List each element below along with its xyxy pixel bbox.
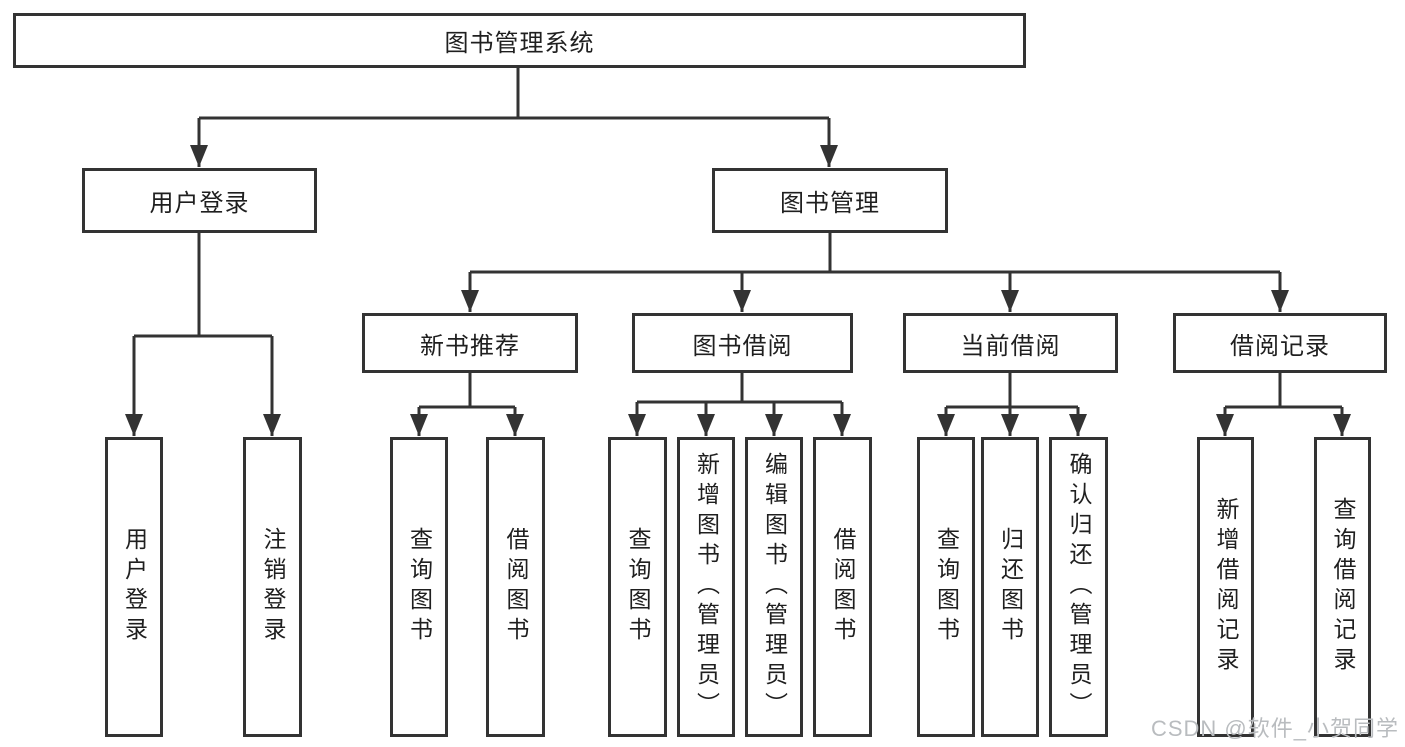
node-label: 当前借阅 — [960, 332, 1061, 360]
node-library-management-system: 图书管理系统 — [13, 13, 1026, 68]
node-label: 图书管理系统 — [444, 30, 595, 57]
node-label: 查询图书 — [625, 527, 651, 647]
leaf-return-books: 归还图书 — [981, 437, 1039, 737]
node-label: 查询图书 — [406, 527, 433, 647]
leaf-user-login: 用户登录 — [105, 437, 163, 737]
leaf-add-books-admin: 新增图书（管理员） — [677, 437, 735, 737]
node-new-book-recommendation: 新书推荐 — [362, 313, 578, 373]
leaf-borrow-books-recommend: 借阅图书 — [486, 437, 545, 737]
node-label: 新增图书（管理员） — [693, 452, 720, 722]
node-book-borrowing: 图书借阅 — [632, 313, 853, 373]
node-label: 借阅图书 — [503, 527, 529, 647]
leaf-add-borrow-record: 新增借阅记录 — [1197, 437, 1254, 737]
leaf-logout-login: 注销登录 — [243, 437, 302, 737]
node-label: 借阅记录 — [1230, 332, 1330, 360]
node-label: 用户登录 — [121, 527, 148, 647]
node-label: 确认归还（管理员） — [1066, 452, 1092, 722]
node-current-borrowing: 当前借阅 — [903, 313, 1118, 373]
node-label: 新增借阅记录 — [1213, 497, 1239, 677]
node-label: 图书管理 — [780, 190, 880, 217]
csdn-watermark: CSDN @软件_小贺同学 — [1150, 716, 1399, 741]
leaf-confirm-return-admin: 确认归还（管理员） — [1049, 437, 1108, 737]
node-label: 编辑图书（管理员） — [761, 452, 788, 722]
node-label: 新书推荐 — [420, 332, 520, 360]
node-label: 注销登录 — [260, 527, 286, 647]
leaf-query-books-recommend: 查询图书 — [390, 437, 448, 737]
node-label: 归还图书 — [997, 527, 1024, 647]
leaf-query-books-current: 查询图书 — [917, 437, 975, 737]
node-label: 借阅图书 — [830, 527, 856, 647]
node-user-login-branch: 用户登录 — [82, 168, 317, 233]
node-book-management-branch: 图书管理 — [712, 168, 948, 233]
node-label: 图书借阅 — [692, 332, 793, 360]
leaf-query-books-borrowing: 查询图书 — [608, 437, 667, 737]
node-label: 查询图书 — [933, 527, 960, 647]
leaf-borrow-books-borrowing: 借阅图书 — [813, 437, 872, 737]
node-label: 查询借阅记录 — [1330, 497, 1356, 677]
leaf-query-borrow-record: 查询借阅记录 — [1314, 437, 1371, 737]
node-borrowing-records: 借阅记录 — [1173, 313, 1387, 373]
node-label: 用户登录 — [149, 190, 250, 217]
leaf-edit-books-admin: 编辑图书（管理员） — [745, 437, 803, 737]
